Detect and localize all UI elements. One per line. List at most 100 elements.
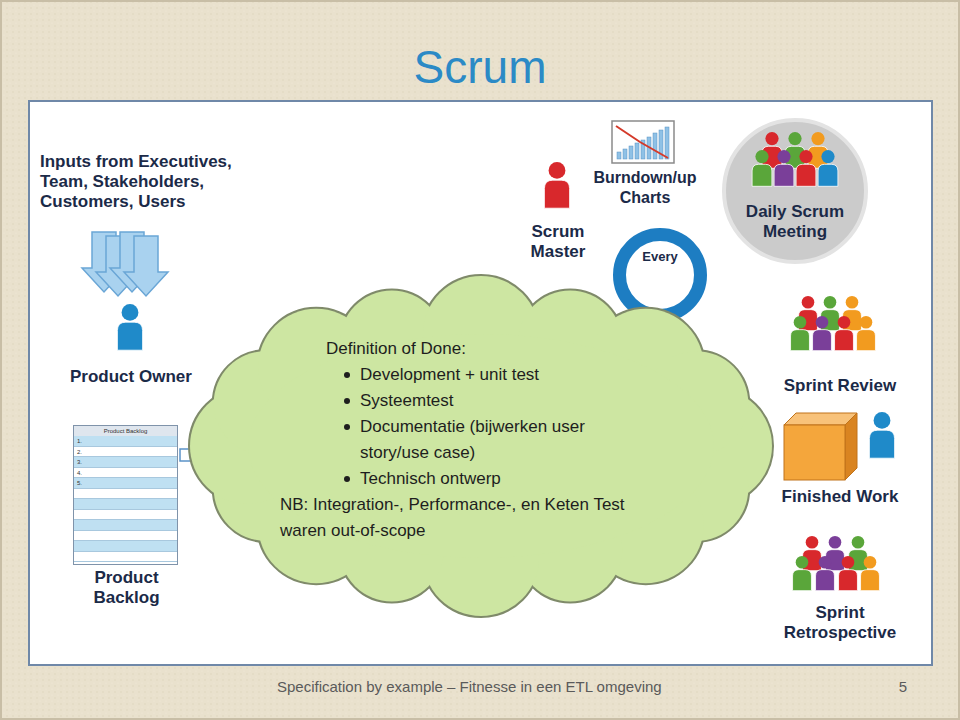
person-body bbox=[816, 570, 835, 591]
event-label: Sprint Review bbox=[776, 376, 904, 396]
backlog-caption: Product Backlog bbox=[64, 568, 189, 608]
backlog-item-number: 4. bbox=[77, 468, 177, 478]
bullet-text: Documentatie (bijwerken user story/use c… bbox=[360, 414, 630, 466]
backlog-row bbox=[74, 499, 177, 510]
cloud-heading: Definition of Done: bbox=[280, 336, 672, 362]
backlog-row bbox=[74, 510, 177, 521]
person-head bbox=[874, 412, 891, 429]
backlog-item-number: 2. bbox=[77, 447, 177, 457]
person-icon bbox=[839, 556, 858, 591]
person-head bbox=[824, 296, 837, 309]
person-icon bbox=[117, 304, 142, 350]
person-head bbox=[819, 556, 832, 569]
backlog-row bbox=[74, 531, 177, 542]
bullet-dot bbox=[344, 424, 350, 430]
person-icon bbox=[762, 132, 782, 168]
backlog-row: 3. bbox=[74, 457, 177, 468]
person-head bbox=[802, 296, 815, 309]
person-head bbox=[852, 536, 865, 549]
bullet-text: Technisch ontwerp bbox=[360, 466, 630, 492]
bullet-row: Documentatie (bijwerken user story/use c… bbox=[280, 414, 672, 466]
bullet-dot bbox=[344, 372, 350, 378]
person-head bbox=[806, 536, 819, 549]
person-icon bbox=[791, 316, 810, 351]
bullet-row: Systeemtest bbox=[280, 388, 672, 414]
bullet-text: Systeemtest bbox=[360, 388, 630, 414]
slide-title: Scrum bbox=[0, 40, 960, 94]
backlog-row bbox=[74, 552, 177, 563]
diagram-panel bbox=[29, 101, 932, 665]
person-icon bbox=[861, 556, 880, 591]
person-head bbox=[811, 132, 824, 145]
person-head bbox=[846, 296, 859, 309]
person-icon bbox=[813, 316, 832, 351]
backlog-row: 2. bbox=[74, 447, 177, 458]
role-label: Scrum Master bbox=[522, 222, 594, 262]
person-head bbox=[794, 316, 807, 329]
person-head bbox=[765, 132, 778, 145]
person-body bbox=[835, 330, 854, 351]
person-head bbox=[816, 316, 829, 329]
bullet-dot bbox=[344, 476, 350, 482]
burndown-chart-icon bbox=[612, 121, 674, 163]
artifact-label: Burndown/up Charts bbox=[586, 168, 704, 208]
inputs-label: Inputs from Executives, Team, Stakeholde… bbox=[40, 152, 250, 212]
cloud-text-block: Definition of Done:Development + unit te… bbox=[280, 336, 672, 544]
person-icon bbox=[796, 150, 816, 186]
person-icon bbox=[857, 316, 876, 351]
daily-scrum-circle: Daily Scrum Meeting bbox=[722, 118, 868, 264]
person-icon bbox=[752, 150, 772, 186]
person-body bbox=[861, 570, 880, 591]
event-label: Sprint Retrospective bbox=[776, 603, 904, 643]
backlog-item-number: 3. bbox=[77, 457, 177, 467]
footer-caption: Specification by example – Fitnesse in e… bbox=[277, 677, 697, 697]
person-head bbox=[755, 150, 768, 163]
input-arrows bbox=[82, 232, 168, 296]
bullet-row: Technisch ontwerp bbox=[280, 466, 672, 492]
cloud-outline bbox=[190, 276, 772, 616]
person-head bbox=[860, 316, 873, 329]
person-body bbox=[793, 570, 812, 591]
cycle-ring: Every bbox=[613, 228, 707, 322]
role-label: Product Owner bbox=[70, 367, 210, 387]
cloud-shape bbox=[190, 284, 772, 608]
person-body bbox=[839, 570, 858, 591]
person-body bbox=[117, 322, 142, 350]
daily-scrum-text: Daily Scrum Meeting bbox=[726, 202, 864, 242]
person-icon bbox=[808, 132, 828, 168]
person-body bbox=[791, 330, 810, 351]
cloud-note: NB: Integration-, Performance-, en Keten… bbox=[280, 492, 652, 544]
bullet-dot bbox=[344, 398, 350, 404]
finished-work-cube bbox=[784, 413, 857, 480]
backlog-row: 4. bbox=[74, 468, 177, 479]
person-body bbox=[774, 164, 794, 186]
definition-cloud: Definition of Done:Development + unit te… bbox=[190, 284, 772, 608]
person-head bbox=[796, 556, 809, 569]
person-icon bbox=[793, 556, 812, 591]
artifact-label: Finished Work bbox=[776, 487, 904, 507]
person-body bbox=[752, 164, 772, 186]
person-body bbox=[857, 330, 876, 351]
page-number: 5 bbox=[888, 677, 918, 697]
ring-text: Every bbox=[626, 249, 694, 264]
people-icons bbox=[117, 162, 894, 591]
backlog-item-number: 1. bbox=[77, 436, 177, 446]
daily-scrum-people bbox=[722, 118, 868, 264]
person-body bbox=[869, 430, 894, 458]
person-icon bbox=[818, 150, 838, 186]
backlog-item-number: 5. bbox=[77, 478, 177, 488]
person-head bbox=[799, 150, 812, 163]
person-head bbox=[842, 556, 855, 569]
cloud-body bbox=[248, 334, 714, 558]
backlog-row: 5. bbox=[74, 478, 177, 489]
person-head bbox=[838, 316, 851, 329]
person-body bbox=[544, 180, 569, 208]
person-icon bbox=[785, 132, 805, 168]
backlog-header: Product Backlog bbox=[74, 426, 177, 436]
person-head bbox=[788, 132, 801, 145]
person-head bbox=[777, 150, 790, 163]
bullet-text: Development + unit test bbox=[360, 362, 630, 388]
person-head bbox=[549, 162, 566, 179]
product-backlog-list: Product Backlog1.2.3.4.5.Product Backlog bbox=[73, 425, 178, 565]
